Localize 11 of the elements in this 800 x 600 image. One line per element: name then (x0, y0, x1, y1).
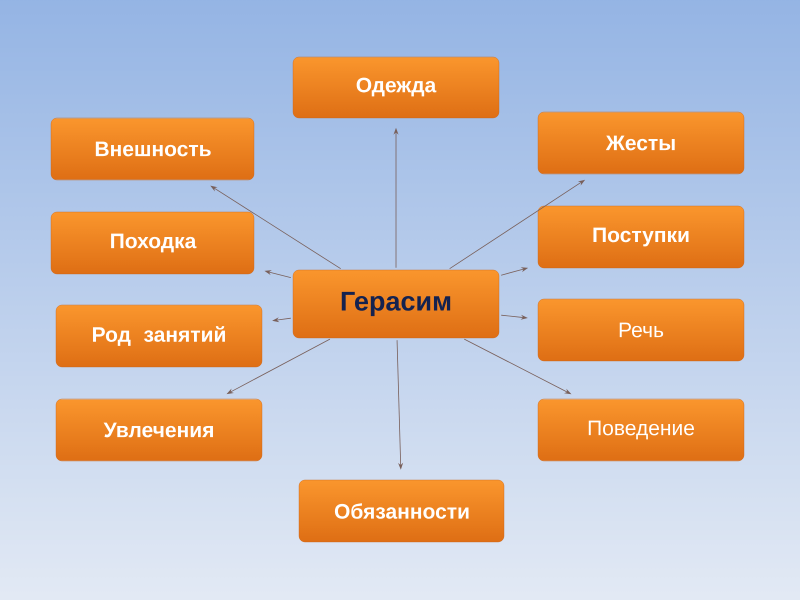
topic-box: Жесты (538, 112, 744, 174)
topic-box: Поступки (538, 206, 744, 268)
topic-box: Походка (50, 212, 254, 274)
topic-box: Речь (538, 298, 744, 362)
topic-box: Увлечения (56, 398, 262, 462)
topic-box: Одежда (292, 56, 500, 118)
topic-box: Поведение (538, 398, 744, 462)
center-box: Герасим (292, 270, 500, 338)
topic-box: Внешность (50, 118, 254, 180)
topic-box: Род занятий (56, 304, 262, 368)
topic-box: Обязанности (298, 480, 504, 542)
